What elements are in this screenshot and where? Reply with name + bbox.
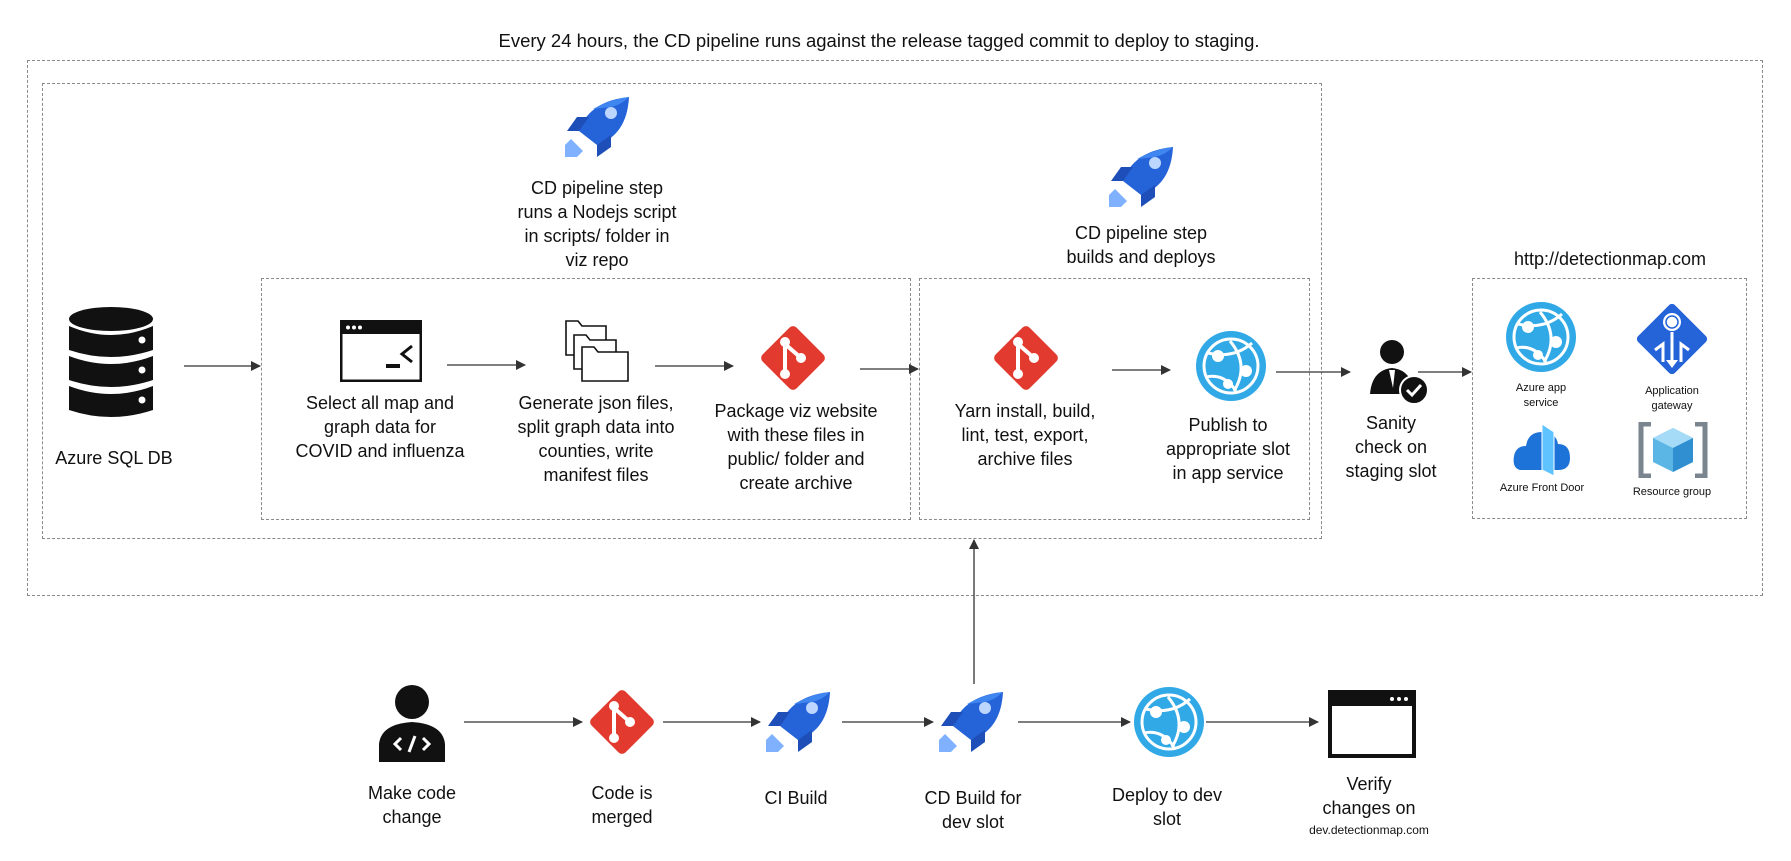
browser-window-icon <box>1328 690 1416 758</box>
git-icon <box>761 326 825 390</box>
pipeline-rocket-icon <box>939 692 1003 752</box>
package-site-label: Package viz website with these files in … <box>714 401 878 493</box>
verify-changes-label: Verify changes on <box>1322 774 1416 818</box>
application-gateway-icon <box>1636 303 1708 375</box>
generate-json-label: Generate json files, split graph data in… <box>517 393 675 485</box>
terminal-icon <box>340 320 422 382</box>
dev-site-url: dev.detectionmap.com <box>1309 823 1429 837</box>
git-icon <box>994 326 1058 390</box>
database-icon <box>69 307 153 417</box>
build-deploy-step-box <box>919 278 1310 520</box>
cd-build-dev-label: CD Build for dev slot <box>924 788 1022 832</box>
git-icon <box>590 690 654 754</box>
ci-build-label: CI Build <box>764 788 828 808</box>
application-gateway-caption: Application gateway <box>1645 385 1699 412</box>
user-check-icon <box>1370 340 1428 405</box>
deploy-dev-label: Deploy to dev slot <box>1111 785 1223 829</box>
app-service-icon <box>1506 302 1576 372</box>
folders-icon <box>565 320 629 382</box>
yarn-build-label: Yarn install, build, lint, test, export,… <box>954 401 1096 469</box>
sql-db-label: Azure SQL DB <box>55 448 173 468</box>
app-service-icon <box>1196 331 1266 401</box>
production-url-title: http://detectionmap.com <box>1513 249 1707 269</box>
pipeline-step-2-label: CD pipeline step builds and deploys <box>1066 223 1216 267</box>
front-door-icon <box>1513 423 1570 477</box>
pipeline-step-1-label: CD pipeline step runs a Nodejs script in… <box>517 178 677 270</box>
pipeline-rocket-icon <box>1109 147 1173 207</box>
pipeline-rocket-icon <box>766 692 830 752</box>
resource-group-icon <box>1638 422 1708 478</box>
make-change-label: Make code change <box>367 783 457 827</box>
app-service-icon <box>1134 687 1204 757</box>
developer-icon <box>379 685 445 762</box>
code-merged-label: Code is merged <box>591 783 653 827</box>
select-data-label: Select all map and graph data for COVID … <box>295 393 465 461</box>
front-door-caption: Azure Front Door <box>1499 482 1585 494</box>
resource-group-caption: Resource group <box>1632 486 1712 498</box>
pipeline-schedule-title: Every 24 hours, the CD pipeline runs aga… <box>498 30 1260 51</box>
production-resources-box <box>1472 278 1747 519</box>
app-service-caption: Azure app service <box>1515 382 1567 409</box>
daily-cd-outer-box <box>27 60 1763 596</box>
cd-pipeline-box <box>42 83 1322 539</box>
sanity-check-label: Sanity check on staging slot <box>1345 413 1437 481</box>
pipeline-rocket-icon <box>565 97 629 157</box>
nodejs-step-box <box>261 278 911 520</box>
publish-slot-label: Publish to appropriate slot in app servi… <box>1165 415 1291 483</box>
